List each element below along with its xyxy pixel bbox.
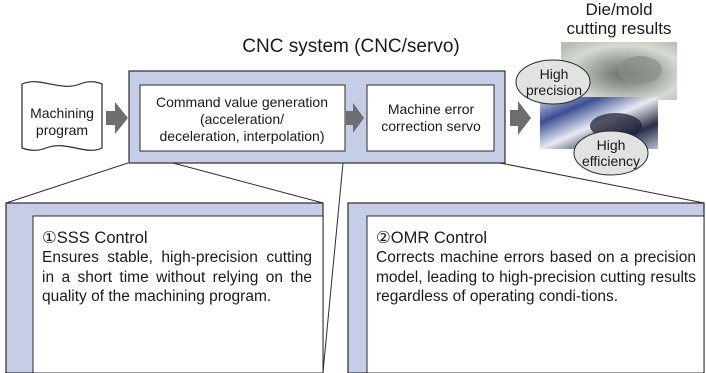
expansion-line-right-inner	[322, 162, 344, 373]
error-correction-box	[366, 84, 495, 152]
results-title: Die/mold cutting results	[534, 0, 704, 38]
sss-panel-inner	[32, 215, 324, 373]
system-title: CNC system (CNC/servo)	[242, 36, 460, 57]
sss-panel-title: SSS Control	[56, 229, 148, 247]
machining-program-line: Machining	[30, 105, 94, 121]
precision-bubble-line: precision	[525, 82, 583, 98]
error-correction-label: Machine error correction servo	[372, 101, 490, 135]
command-generation-line: deceleration, interpolation)	[159, 127, 325, 144]
expansion-line-left-outer	[5, 162, 129, 204]
right-arrow-icon	[346, 103, 364, 133]
circled-one-marker: ①	[42, 229, 57, 247]
circled-two-marker: ②	[376, 229, 391, 247]
machining-program-label: Machining program	[22, 105, 102, 139]
results-title-line: cutting results	[566, 19, 672, 38]
efficiency-bubble-line: High	[596, 137, 626, 153]
precision-photo-highlight	[618, 56, 662, 84]
results-title-line: Die/mold	[585, 0, 653, 19]
error-correction-line: Machine error	[387, 101, 475, 117]
omr-panel-body: Corrects machine errors based on a preci…	[376, 249, 696, 305]
precision-bubble-line: High	[539, 66, 569, 82]
command-generation-label: Command value generation (acceleration/ …	[140, 94, 344, 144]
omr-panel: ②OMR Control Corrects machine errors bas…	[376, 228, 696, 307]
wavy-document-icon	[21, 81, 103, 151]
command-generation-box	[139, 84, 346, 152]
sss-panel: ①SSS Control Ensures stable, high-precis…	[42, 228, 312, 307]
sss-panel-body: Ensures stable, high-precision cutting i…	[42, 249, 312, 305]
right-arrow-icon	[510, 101, 531, 135]
efficiency-bubble-line: efficiency	[581, 153, 641, 169]
omr-panel-title: OMR Control	[390, 229, 488, 247]
command-generation-line: (acceleration/	[199, 110, 285, 127]
efficiency-bubble-label: High efficiency	[575, 137, 647, 169]
sss-panel-heading: ①SSS Control	[42, 228, 312, 248]
omr-panel-heading: ②OMR Control	[376, 228, 696, 248]
command-generation-line: Command value generation	[156, 94, 328, 110]
omr-panel-inner	[366, 215, 705, 373]
expansion-line-left-inner	[172, 162, 324, 204]
precision-bubble-label: High precision	[518, 66, 590, 98]
error-correction-line: correction servo	[381, 117, 481, 134]
speech-bubble-icon	[515, 59, 591, 105]
speech-bubble-icon	[573, 130, 649, 176]
expansion-line-right-outer	[499, 162, 705, 204]
right-arrow-icon	[106, 102, 128, 134]
machining-program-line: program	[35, 121, 89, 138]
